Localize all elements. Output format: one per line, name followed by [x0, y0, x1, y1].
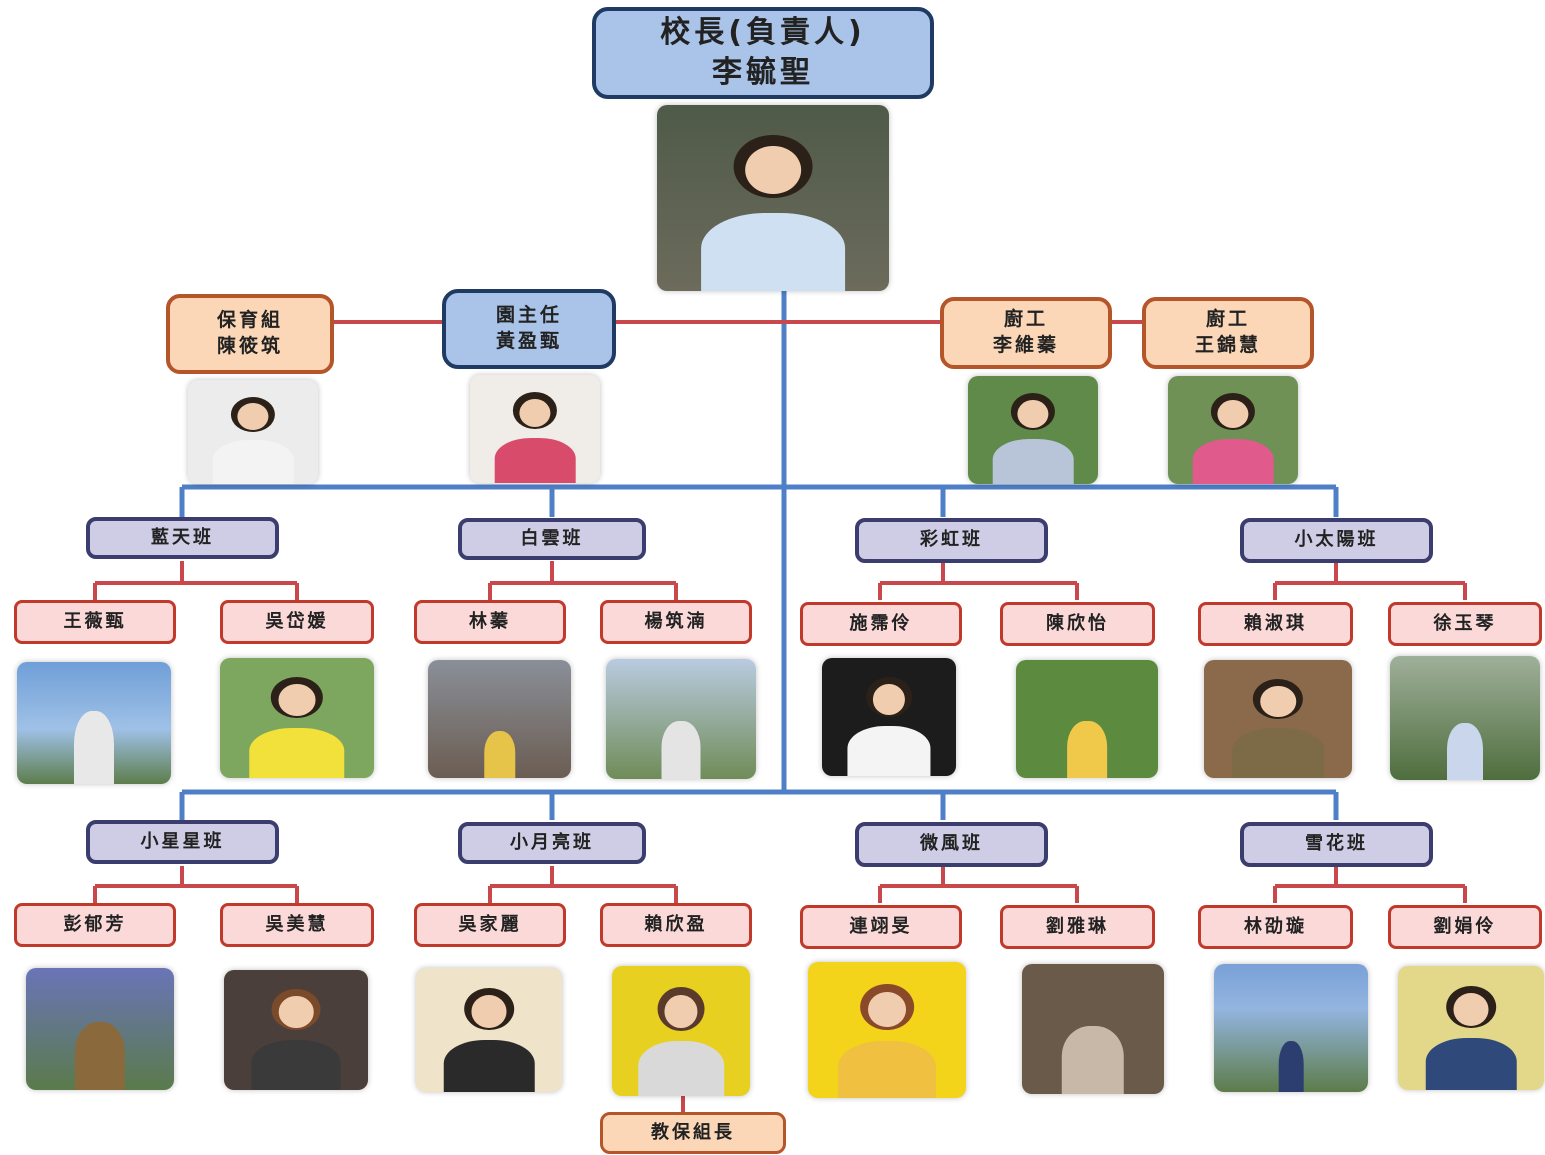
teacher-photo	[612, 966, 750, 1096]
class-name: 微風班	[920, 833, 983, 855]
teacher-photo	[428, 660, 571, 778]
teacher-box: 林劭璇	[1198, 905, 1353, 949]
teacher-name: 連翊旻	[849, 915, 913, 937]
class-box: 小月亮班	[458, 822, 646, 864]
teacher-box: 王薇甄	[14, 600, 176, 644]
class-box: 小太陽班	[1240, 518, 1433, 563]
teacher-name: 林蓁	[469, 610, 511, 632]
teacher-photo	[26, 968, 174, 1090]
cook1-name: 李維蓁	[992, 334, 1059, 356]
teacher-name: 吳美慧	[265, 913, 329, 935]
teacher-name: 吳岱媛	[265, 610, 329, 632]
teacher-name: 陳欣怡	[1046, 612, 1109, 634]
teacher-name: 賴欣盈	[644, 913, 708, 935]
class-name: 小星星班	[140, 830, 225, 852]
teacher-photo	[1398, 966, 1544, 1090]
teacher-box: 賴欣盈	[600, 903, 752, 947]
class-box: 白雲班	[458, 518, 646, 560]
care-photo	[188, 380, 318, 484]
cook2-photo	[1168, 376, 1298, 484]
teacher-photo	[224, 970, 368, 1090]
care-box: 保育組 陳筱筑	[166, 294, 334, 374]
teacher-name: 彭郁芳	[63, 913, 127, 935]
class-name: 雪花班	[1305, 833, 1368, 855]
principal-name: 李毓聖	[712, 55, 814, 90]
teacher-box: 劉雅琳	[1000, 905, 1155, 949]
teacher-photo	[1390, 656, 1540, 780]
teacher-box: 彭郁芳	[14, 903, 176, 947]
care-title: 保育組	[216, 309, 283, 332]
teacher-name: 施霈伶	[849, 612, 913, 634]
teacher-name: 劉娟伶	[1433, 915, 1497, 937]
director-box: 園主任 黃盈甄	[442, 289, 616, 369]
teacher-photo	[220, 658, 374, 778]
director-photo	[470, 375, 600, 483]
teacher-photo	[1022, 964, 1164, 1094]
teacher-box: 賴淑琪	[1198, 602, 1353, 646]
teacher-photo	[17, 662, 171, 784]
class-box: 彩虹班	[855, 518, 1048, 563]
teacher-name: 劉雅琳	[1046, 915, 1109, 937]
teacher-box: 連翊旻	[800, 905, 962, 949]
teacher-photo	[1204, 660, 1352, 778]
class-box: 小星星班	[86, 820, 279, 864]
class-box: 微風班	[855, 822, 1048, 867]
teacher-box: 施霈伶	[800, 602, 962, 646]
teacher-name: 吳家麗	[458, 913, 522, 935]
teacher-name: 徐玉琴	[1433, 612, 1497, 634]
class-box: 藍天班	[86, 517, 279, 559]
principal-box: 校長(負責人) 李毓聖	[592, 7, 934, 99]
teacher-photo	[416, 968, 562, 1092]
class-name: 白雲班	[520, 527, 584, 549]
teacher-box: 楊筑湳	[600, 600, 752, 644]
teacher-box: 吳家麗	[414, 903, 566, 947]
director-name: 黃盈甄	[495, 330, 562, 352]
director-title: 園主任	[495, 304, 562, 327]
cook1-photo	[968, 376, 1098, 484]
class-box: 雪花班	[1240, 822, 1433, 867]
cook2-name: 王錦慧	[1194, 334, 1261, 356]
cook2-box: 廚工 王錦慧	[1142, 297, 1314, 369]
teacher-name: 賴淑琪	[1244, 612, 1307, 634]
principal-title: 校長(負責人)	[660, 14, 866, 50]
care-name: 陳筱筑	[216, 335, 283, 357]
teacher-photo	[606, 659, 756, 779]
leader-box: 教保組長	[600, 1112, 786, 1154]
teacher-box: 劉娟伶	[1388, 905, 1542, 949]
class-name: 小月亮班	[510, 831, 594, 853]
cook2-title: 廚工	[1205, 308, 1250, 331]
class-name: 小太陽班	[1294, 529, 1379, 551]
teacher-box: 吳美慧	[220, 903, 374, 947]
teacher-box: 吳岱媛	[220, 600, 374, 644]
teacher-name: 林劭璇	[1244, 915, 1307, 937]
teacher-box: 徐玉琴	[1388, 602, 1542, 646]
teacher-photo	[808, 962, 966, 1098]
principal-photo	[657, 105, 889, 291]
teacher-name: 王薇甄	[63, 610, 127, 632]
teacher-photo	[822, 658, 956, 776]
class-name: 藍天班	[151, 526, 214, 548]
teacher-photo	[1214, 964, 1368, 1092]
cook1-box: 廚工 李維蓁	[940, 297, 1112, 369]
teacher-photo	[1016, 660, 1158, 778]
teacher-name: 楊筑湳	[644, 610, 708, 632]
leader-note: 教保組長	[651, 1121, 735, 1143]
cook1-title: 廚工	[1003, 308, 1048, 331]
teacher-box: 陳欣怡	[1000, 602, 1155, 646]
teacher-box: 林蓁	[414, 600, 566, 644]
class-name: 彩虹班	[920, 529, 983, 551]
